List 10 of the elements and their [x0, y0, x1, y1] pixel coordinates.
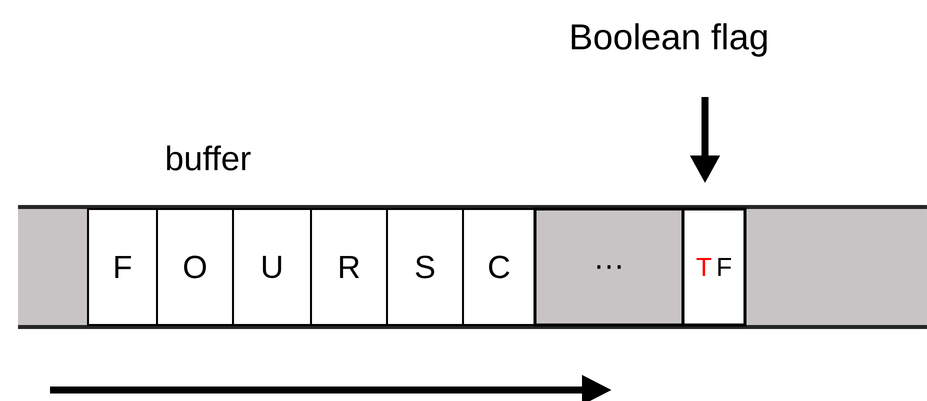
buffer-cell: …	[534, 208, 684, 326]
buffer-label: buffer	[167, 146, 251, 170]
buffer-cell: O	[156, 208, 234, 326]
flag-cell: T F	[682, 208, 746, 326]
buffer-cell: U	[232, 208, 312, 326]
flag-label: Boolean flag	[572, 23, 767, 57]
buffer-cell: F	[87, 208, 158, 326]
buffer-cell: S	[386, 208, 464, 326]
buffer-cell: R	[310, 208, 388, 326]
buffer-cell: C	[462, 208, 536, 326]
